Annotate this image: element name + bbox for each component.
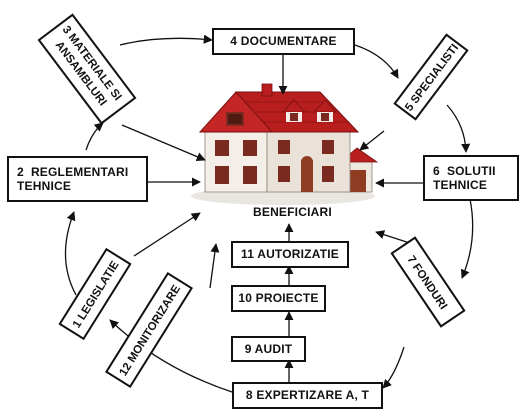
beneficiari-label: BENEFICIARI bbox=[253, 205, 332, 219]
node-10-label: 10 PROIECTE bbox=[238, 291, 319, 306]
node-8-label: 8 EXPERTIZARE A, T bbox=[245, 388, 370, 403]
node-2-box: 2 REGLEMENTARI TEHNICE bbox=[7, 156, 148, 202]
arrows-to-beneficiari bbox=[121, 53, 423, 289]
node-8-box: 8 EXPERTIZARE A, T bbox=[232, 382, 383, 409]
node-11-box: 11 AUTORIZATIE bbox=[231, 241, 349, 268]
house-icon bbox=[191, 83, 379, 205]
node-6-box: 6 SOLUTII TEHNICE bbox=[423, 155, 519, 201]
node-6-label: 6 SOLUTII TEHNICE bbox=[433, 163, 496, 192]
node-10-box: 10 PROIECTE bbox=[231, 285, 326, 312]
node-4-box: 4 DOCUMENTARE bbox=[212, 28, 355, 55]
node-5-box: 5 SPECIALISTI bbox=[393, 33, 469, 121]
node-2-label: 2 REGLEMENTARI TEHNICE bbox=[17, 164, 129, 193]
arrows-cycle bbox=[64, 34, 474, 393]
node-11-label: 11 AUTORIZATIE bbox=[241, 247, 339, 262]
node-4-label: 4 DOCUMENTARE bbox=[230, 34, 337, 49]
node-12-label: 12 MONITORIZARE bbox=[117, 283, 183, 378]
node-7-box: 7 FONDURI bbox=[390, 236, 466, 328]
node-3-box: 3 MATERIALE SI ANSAMBLURI bbox=[37, 13, 137, 125]
node-1-box: 1 LEGISLATIE bbox=[58, 247, 132, 341]
node-9-label: 9 AUDIT bbox=[244, 341, 293, 356]
node-9-box: 9 AUDIT bbox=[231, 336, 306, 362]
